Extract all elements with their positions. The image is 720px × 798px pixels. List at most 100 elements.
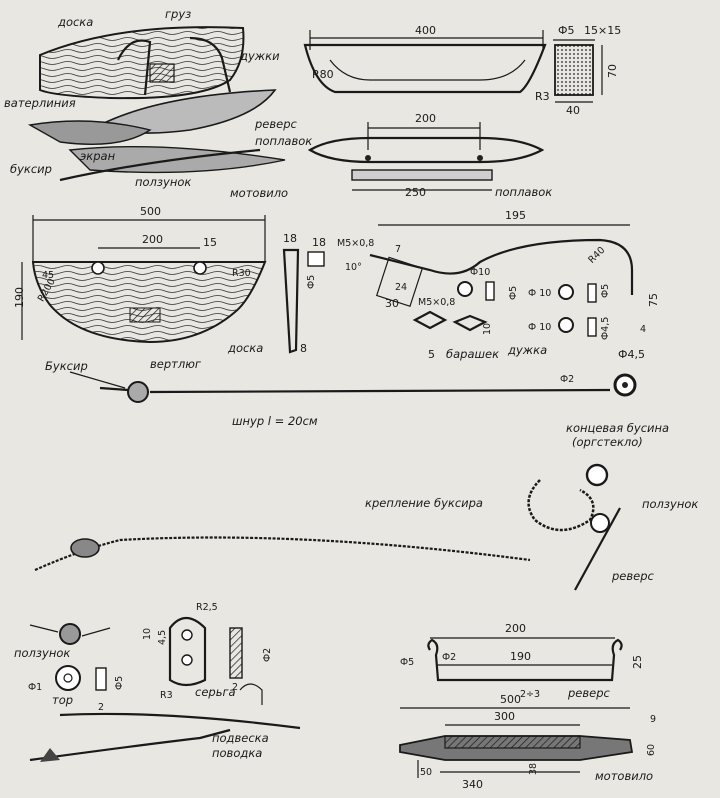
dim-board-190: 190 — [13, 287, 26, 308]
board-hole-2 — [193, 261, 207, 275]
float-hole-2 — [477, 155, 483, 161]
reel-drawing: 500 300 9 60 50 340 38 мотовило — [399, 693, 657, 791]
bracket-side — [282, 248, 300, 354]
dim-earring-r3: R3 — [160, 690, 173, 701]
leader-line-2 — [29, 728, 231, 762]
label-reel-bottom: мотовило — [595, 769, 653, 783]
tow-shape — [27, 120, 152, 145]
label-earring: серьга — [195, 685, 236, 699]
dim-reverse-190: 190 — [510, 650, 531, 663]
board-shape — [39, 26, 245, 100]
slider-parts-drawing: ползунок Ф1 тор Ф5 2 R2,5 10 4,5 R3 серь… — [14, 602, 301, 762]
label-board-top: доска — [57, 15, 93, 29]
dim-15x15: 15×15 — [584, 24, 621, 37]
dim-r25: R2,5 — [196, 602, 218, 613]
board-hole-1 — [91, 261, 105, 275]
label-tow-top: буксир — [10, 162, 52, 176]
washer-3 — [558, 317, 574, 333]
label-hanger-2: поводка — [212, 746, 262, 760]
dim-reverse-2-3: 2÷3 — [520, 689, 540, 700]
dim-bracket-d5: Ф5 — [306, 275, 317, 289]
label-slider-low: ползунок — [14, 646, 70, 660]
label-end-bead-2: (оргстекло) — [572, 435, 643, 449]
dim-board-500: 500 — [140, 205, 161, 218]
wire-shape — [369, 238, 634, 295]
label-reverse-bottom: реверс — [567, 686, 611, 700]
board-weight-slot — [129, 307, 161, 323]
dim-h70: 70 — [606, 64, 619, 78]
label-waterline: ватерлиния — [4, 96, 76, 110]
dim-reel-38: 38 — [528, 763, 539, 775]
wingnut-front — [452, 314, 488, 332]
dim-7: 7 — [395, 244, 401, 255]
label-weight: груз — [165, 7, 191, 21]
tow-line — [59, 148, 261, 182]
dim-board-200: 200 — [142, 233, 163, 246]
dim-reel-300: 300 — [494, 710, 515, 723]
float-drawing: 400 R80 Ф5 15×15 70 R3 40 200 250 поплав… — [303, 24, 621, 199]
reverse-wire — [574, 507, 621, 591]
washer-2 — [558, 284, 574, 300]
reverse-drawing: 200 190 Ф5 Ф2 2÷3 25 реверс — [400, 622, 644, 700]
dim-d45-end: Ф4,5 — [618, 348, 645, 361]
weight-shape — [149, 63, 175, 83]
float-top-view — [307, 136, 545, 164]
label-float-top: поплавок — [255, 134, 312, 148]
dim-d45: Ф4,5 — [600, 317, 611, 340]
label-slider-right: ползунок — [642, 497, 698, 511]
dim-board-15: 15 — [203, 236, 217, 249]
label-slider-top: ползунок — [135, 175, 191, 189]
dim-angle-10: 10° — [345, 262, 362, 273]
dim-bracket-18a: 18 — [283, 232, 297, 245]
dim-reverse-25: 25 — [631, 655, 644, 669]
dim-earring-d2: Ф2 — [262, 648, 273, 662]
dim-reel-50: 50 — [420, 767, 432, 778]
label-reverse-top: реверс — [254, 117, 298, 131]
dim-torus-2: 2 — [98, 702, 104, 713]
dim-wing-5: 5 — [428, 348, 435, 361]
float-section — [554, 44, 594, 96]
wire-bracket-drawing: 195 M5×0,8 10° 7 24 30 R40 Ф10 Ф5 Ф 10 Ф… — [337, 209, 660, 361]
float-side-view — [303, 43, 547, 94]
label-end-bead-1: концевая бусина — [566, 421, 669, 435]
label-float: поплавок — [495, 185, 552, 199]
dim-bottom-250: 250 — [405, 186, 426, 199]
dim-w40: 40 — [566, 104, 580, 117]
dim-d5-a: Ф5 — [508, 286, 519, 300]
label-loops: дужки — [239, 49, 280, 63]
attachment-loop — [527, 479, 595, 532]
dim-75: 75 — [647, 293, 660, 307]
label-attachment: крепление буксира — [365, 496, 483, 510]
tow-cord-2 — [34, 536, 531, 572]
washer-1 — [457, 281, 473, 297]
tow-cord — [99, 386, 611, 394]
label-loop: дужка — [507, 343, 547, 357]
dim-m5x08: M5×0,8 — [337, 238, 374, 249]
label-swivel: вертлюг — [150, 357, 202, 371]
dim-earring-2: 2 — [232, 682, 238, 693]
label-reverse-right: реверс — [611, 569, 655, 583]
label-hanger-1: подвеска — [212, 731, 269, 745]
dim-reel-60: 60 — [646, 744, 657, 756]
wingnut-side — [412, 310, 448, 330]
dim-float-400: 400 — [415, 24, 436, 37]
dim-r40: R40 — [586, 245, 607, 266]
dim-earring-45: 4,5 — [157, 630, 168, 645]
dim-earring-10: 10 — [142, 628, 153, 640]
loop-right — [189, 36, 232, 93]
label-reel-top: мотовило — [230, 186, 288, 200]
dim-holes-200: 200 — [415, 112, 436, 125]
loop-left — [117, 39, 152, 96]
label-wingnut: барашек — [446, 347, 499, 361]
dim-r80: R80 — [312, 68, 334, 81]
dim-board-45: 45 — [42, 270, 54, 281]
dim-bracket-18b: 18 — [312, 236, 326, 249]
dim-d10-b: Ф 10 — [528, 288, 551, 299]
dim-reel-500: 500 — [500, 693, 521, 706]
dim-torus-d5: Ф5 — [114, 676, 125, 690]
dim-reverse-200: 200 — [505, 622, 526, 635]
label-screen: экран — [80, 149, 116, 163]
dim-wing-10: 10 — [482, 323, 493, 335]
